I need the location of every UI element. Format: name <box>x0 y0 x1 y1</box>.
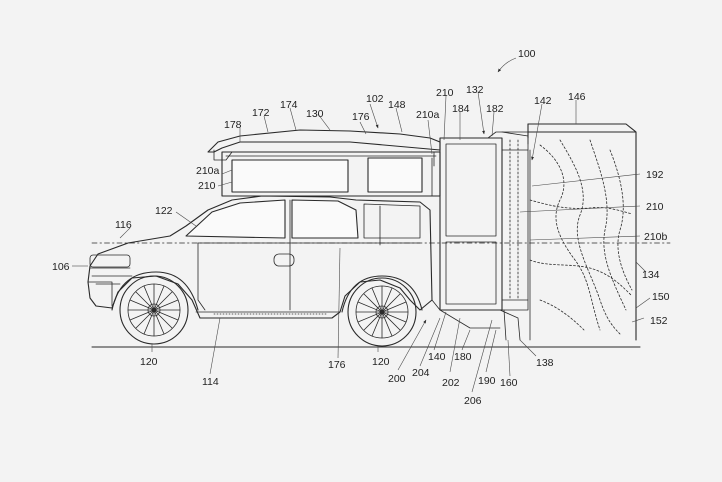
label-106: 106 <box>52 261 70 273</box>
label-152: 152 <box>650 315 668 327</box>
garage-structure <box>527 123 637 341</box>
label-180: 180 <box>454 351 472 363</box>
label-146: 146 <box>568 91 586 103</box>
reference-labels: 100 102 106 114 116 120 120 122 130 132 … <box>52 48 670 407</box>
label-100: 100 <box>518 48 536 60</box>
label-148: 148 <box>388 99 406 111</box>
label-184: 184 <box>452 103 470 115</box>
rear-wheel <box>347 277 417 347</box>
vehicle-body <box>87 195 433 319</box>
label-116: 116 <box>115 219 132 231</box>
label-102: 102 <box>366 93 384 105</box>
label-134: 134 <box>642 269 660 281</box>
label-202: 202 <box>442 377 460 389</box>
label-120-front: 120 <box>140 356 158 368</box>
label-204: 204 <box>412 367 430 379</box>
label-192: 192 <box>646 169 664 181</box>
label-200: 200 <box>388 373 406 385</box>
label-150: 150 <box>652 291 670 303</box>
label-140: 140 <box>428 351 446 363</box>
label-210-top: 210 <box>436 87 454 99</box>
rear-module <box>431 131 529 341</box>
label-176-bottom: 176 <box>328 359 346 371</box>
label-178: 178 <box>224 119 242 131</box>
label-206: 206 <box>464 395 482 407</box>
label-190: 190 <box>478 375 496 387</box>
label-174: 174 <box>280 99 298 111</box>
label-210-left: 210 <box>198 180 216 192</box>
label-114: 114 <box>202 376 219 388</box>
label-138: 138 <box>536 357 554 369</box>
leader-lines <box>72 57 651 393</box>
label-210a-mid: 210a <box>416 109 440 121</box>
front-wheel <box>119 275 189 345</box>
label-172: 172 <box>252 107 270 119</box>
label-130: 130 <box>306 108 324 120</box>
label-132: 132 <box>466 84 484 96</box>
label-210b: 210b <box>644 231 668 243</box>
camper-topper <box>207 129 441 197</box>
label-122: 122 <box>155 205 173 217</box>
label-182: 182 <box>486 103 504 115</box>
label-210-right: 210 <box>646 201 664 213</box>
label-160: 160 <box>500 377 518 389</box>
label-210a-left: 210a <box>196 165 220 177</box>
label-120-rear: 120 <box>372 356 390 368</box>
label-176-top: 176 <box>352 111 370 123</box>
label-142: 142 <box>534 95 552 107</box>
